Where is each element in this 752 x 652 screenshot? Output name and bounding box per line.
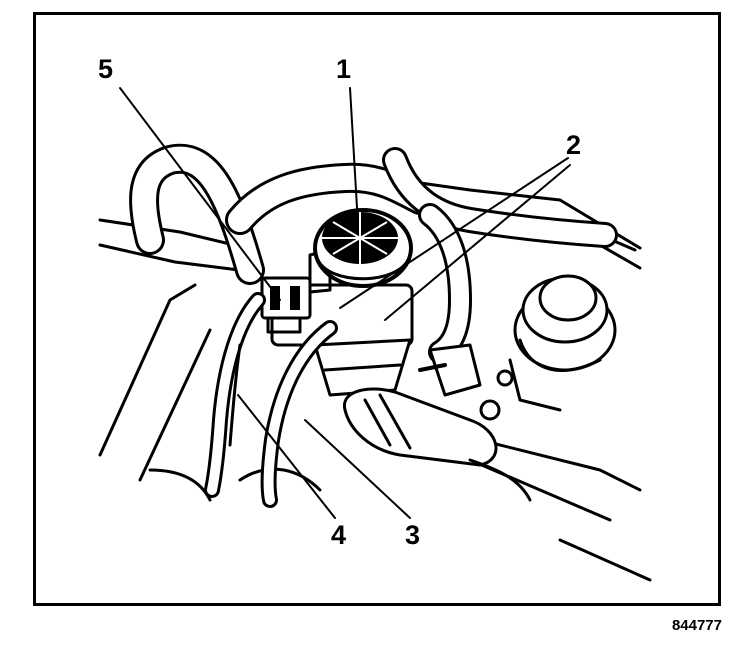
leader-line-5 [119, 87, 281, 301]
callout-3: 3 [405, 520, 421, 550]
leader-lines [119, 87, 571, 519]
callout-1: 1 [336, 54, 352, 84]
diagram-frame [33, 12, 721, 606]
leader-line-2b [384, 164, 571, 321]
valve-body [270, 248, 414, 397]
fluid-reservoir [508, 274, 617, 412]
leader-line-3 [304, 419, 411, 519]
upper-right-hose [382, 147, 618, 364]
callout-2: 2 [566, 130, 582, 160]
callout-5: 5 [98, 54, 114, 84]
leader-line-4 [237, 394, 336, 519]
leader-line-1 [349, 87, 359, 226]
lower-bracket [343, 343, 532, 502]
figure-id-label: 844777 [671, 617, 722, 634]
round-filter [313, 208, 413, 288]
callout-4: 4 [331, 520, 347, 550]
electrical-connector [260, 276, 312, 334]
vacuum-hoses [204, 292, 338, 508]
leader-line-2a [339, 157, 569, 309]
